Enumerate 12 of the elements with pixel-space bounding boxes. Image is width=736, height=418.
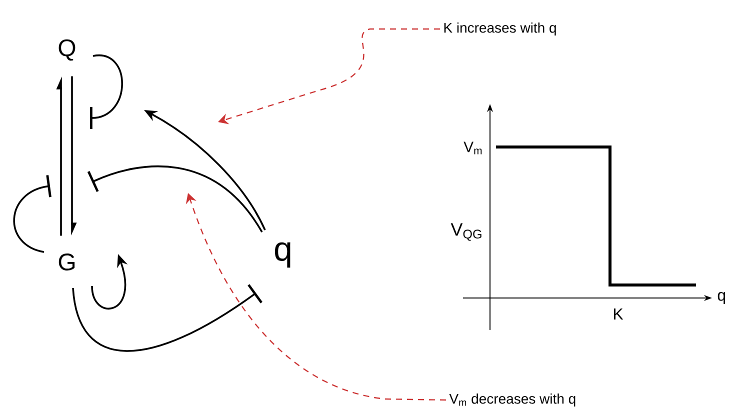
arrow <box>90 54 123 129</box>
axis-label: V$_{QG}$ <box>450 223 482 241</box>
annotation-text: V$_{m}$ decreases with q <box>449 393 576 407</box>
axis-label: K <box>614 308 624 320</box>
annotation-text: K increases with q <box>444 22 556 36</box>
arrow <box>13 175 52 253</box>
axis-label: q <box>718 292 726 304</box>
node-label: q <box>274 242 290 268</box>
node-label: Q <box>58 39 76 61</box>
node-label: G <box>58 254 75 270</box>
arrow <box>72 284 262 352</box>
axis-label: V$_{m}$ <box>464 142 482 154</box>
